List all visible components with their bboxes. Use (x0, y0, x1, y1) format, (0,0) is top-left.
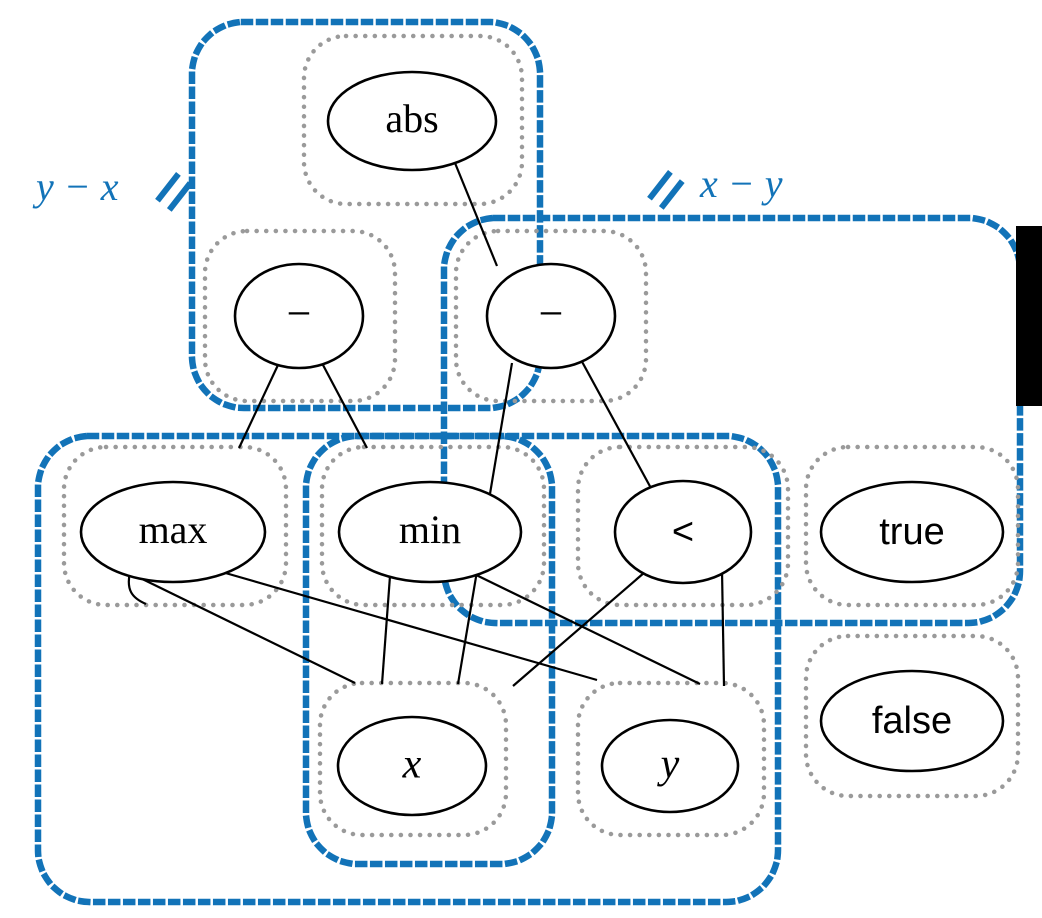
node-x-label: x (402, 742, 422, 788)
node-false-label: false (872, 700, 952, 742)
x-class (317, 680, 509, 838)
true-class (803, 444, 1021, 608)
label-x-minus-y: x − y (699, 161, 783, 206)
edge-abs-to-minus2 (453, 162, 499, 267)
node-y-ellipse (600, 718, 740, 814)
node-group: abs − − max min < true x y false (79, 70, 1005, 817)
edge-group (129, 162, 726, 687)
abs-class (301, 33, 525, 207)
node-max[interactable]: max (79, 480, 267, 584)
node-abs-ellipse (326, 70, 498, 172)
label-y-minus-x: y − x (32, 164, 119, 209)
edge-min-to-xnode (380, 575, 392, 685)
node-y[interactable]: y (600, 718, 740, 814)
node-minus2-label: − (539, 289, 564, 338)
edge-minus1-to-max (238, 364, 279, 449)
node-minus2[interactable]: − (485, 262, 617, 370)
gray-eclass-group (61, 33, 1021, 838)
min-class (319, 444, 547, 608)
edge-lt-to-xnode (512, 571, 646, 687)
node-minus2-ellipse (485, 262, 617, 370)
node-y-label: y (657, 742, 680, 788)
node-true-label: true (879, 511, 944, 553)
node-max-ellipse (79, 480, 267, 584)
false-class (803, 633, 1021, 799)
y-class (575, 680, 767, 838)
node-min[interactable]: min (337, 480, 523, 584)
edge-max-to-ynode (214, 568, 598, 682)
edge-lt-to-ynode (720, 569, 726, 687)
node-min-ellipse (337, 480, 523, 584)
minus1-class (202, 228, 398, 404)
node-min-label: min (399, 507, 461, 552)
node-false[interactable]: false (819, 669, 1005, 773)
edge-min-to-ynode (469, 571, 701, 685)
node-abs-label: abs (385, 96, 438, 141)
edge-minus1-to-min (322, 364, 368, 449)
node-max-label: max (139, 507, 208, 552)
lt-class (575, 444, 791, 608)
node-abs[interactable]: abs (326, 70, 498, 172)
node-x-ellipse (336, 715, 488, 817)
black-bar (1016, 226, 1042, 406)
x-minus-y-region (440, 214, 1024, 627)
minus2-class (453, 228, 649, 404)
node-minus1-ellipse (233, 262, 365, 370)
node-minus1-label: − (287, 289, 312, 338)
label-x-minus-y-equals-icon (647, 170, 685, 210)
node-true[interactable]: true (819, 480, 1005, 584)
node-minus1[interactable]: − (233, 262, 365, 370)
node-lt-ellipse (613, 479, 753, 585)
edge-minus2-to-lt (579, 357, 653, 491)
node-true-ellipse (819, 480, 1005, 584)
edge-max-to-xnode (129, 572, 356, 684)
node-false-ellipse (819, 669, 1005, 773)
node-x[interactable]: x (336, 715, 488, 817)
blue-region-group (34, 18, 1024, 906)
node-lt[interactable]: < (613, 479, 753, 585)
label-y-minus-x-equals-icon (155, 172, 193, 212)
max-class (61, 444, 289, 608)
node-lt-label: < (672, 511, 694, 553)
